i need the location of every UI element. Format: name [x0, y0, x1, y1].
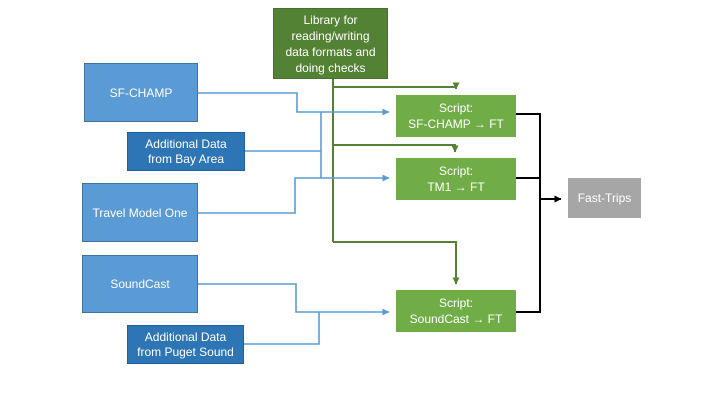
node-script-soundcast-label: Script: SoundCast → FT: [409, 296, 503, 326]
node-fast-trips: Fast-Trips: [568, 178, 641, 218]
connector-soundcast-to-script: [198, 283, 390, 316]
node-sf-champ: SF-CHAMP: [84, 63, 198, 122]
node-library: Library for reading/writing data formats…: [273, 8, 388, 79]
node-script-sf-champ-to-ft: Script: SF-CHAMP → FT: [396, 95, 516, 137]
connector-pugetsound-branch: [244, 312, 320, 345]
node-script-sf-champ-label: Script: SF-CHAMP → FT: [408, 101, 504, 131]
connector-sfchamp-to-script: [198, 92, 390, 116]
connector-library-to-script-soundcast: [333, 241, 460, 285]
node-soundcast: SoundCast: [82, 255, 198, 313]
node-library-label: Library for reading/writing data formats…: [285, 12, 376, 75]
connector-tmo-to-script: [198, 174, 390, 214]
node-sf-champ-label: SF-CHAMP: [109, 85, 173, 100]
node-travel-model-one-label: Travel Model One: [92, 205, 188, 220]
node-soundcast-label: SoundCast: [110, 277, 170, 291]
node-puget-sound-label: Additional Data from Puget Sound: [137, 329, 234, 359]
node-bay-area-label: Additional Data from Bay Area: [145, 136, 227, 166]
node-travel-model-one: Travel Model One: [82, 183, 198, 242]
node-additional-data-bay-area: Additional Data from Bay Area: [127, 132, 245, 171]
node-additional-data-puget-sound: Additional Data from Puget Sound: [127, 325, 244, 364]
node-script-tm1-to-ft: Script: TM1 → FT: [396, 158, 516, 200]
node-script-tm1-label: Script: TM1 → FT: [427, 164, 485, 194]
node-script-soundcast-to-ft: Script: SoundCast → FT: [396, 290, 516, 332]
connector-library-to-script-sfchamp: [333, 82, 460, 90]
connector-library-to-script-tm1: [333, 144, 459, 153]
node-fast-trips-label: Fast-Trips: [577, 191, 632, 205]
